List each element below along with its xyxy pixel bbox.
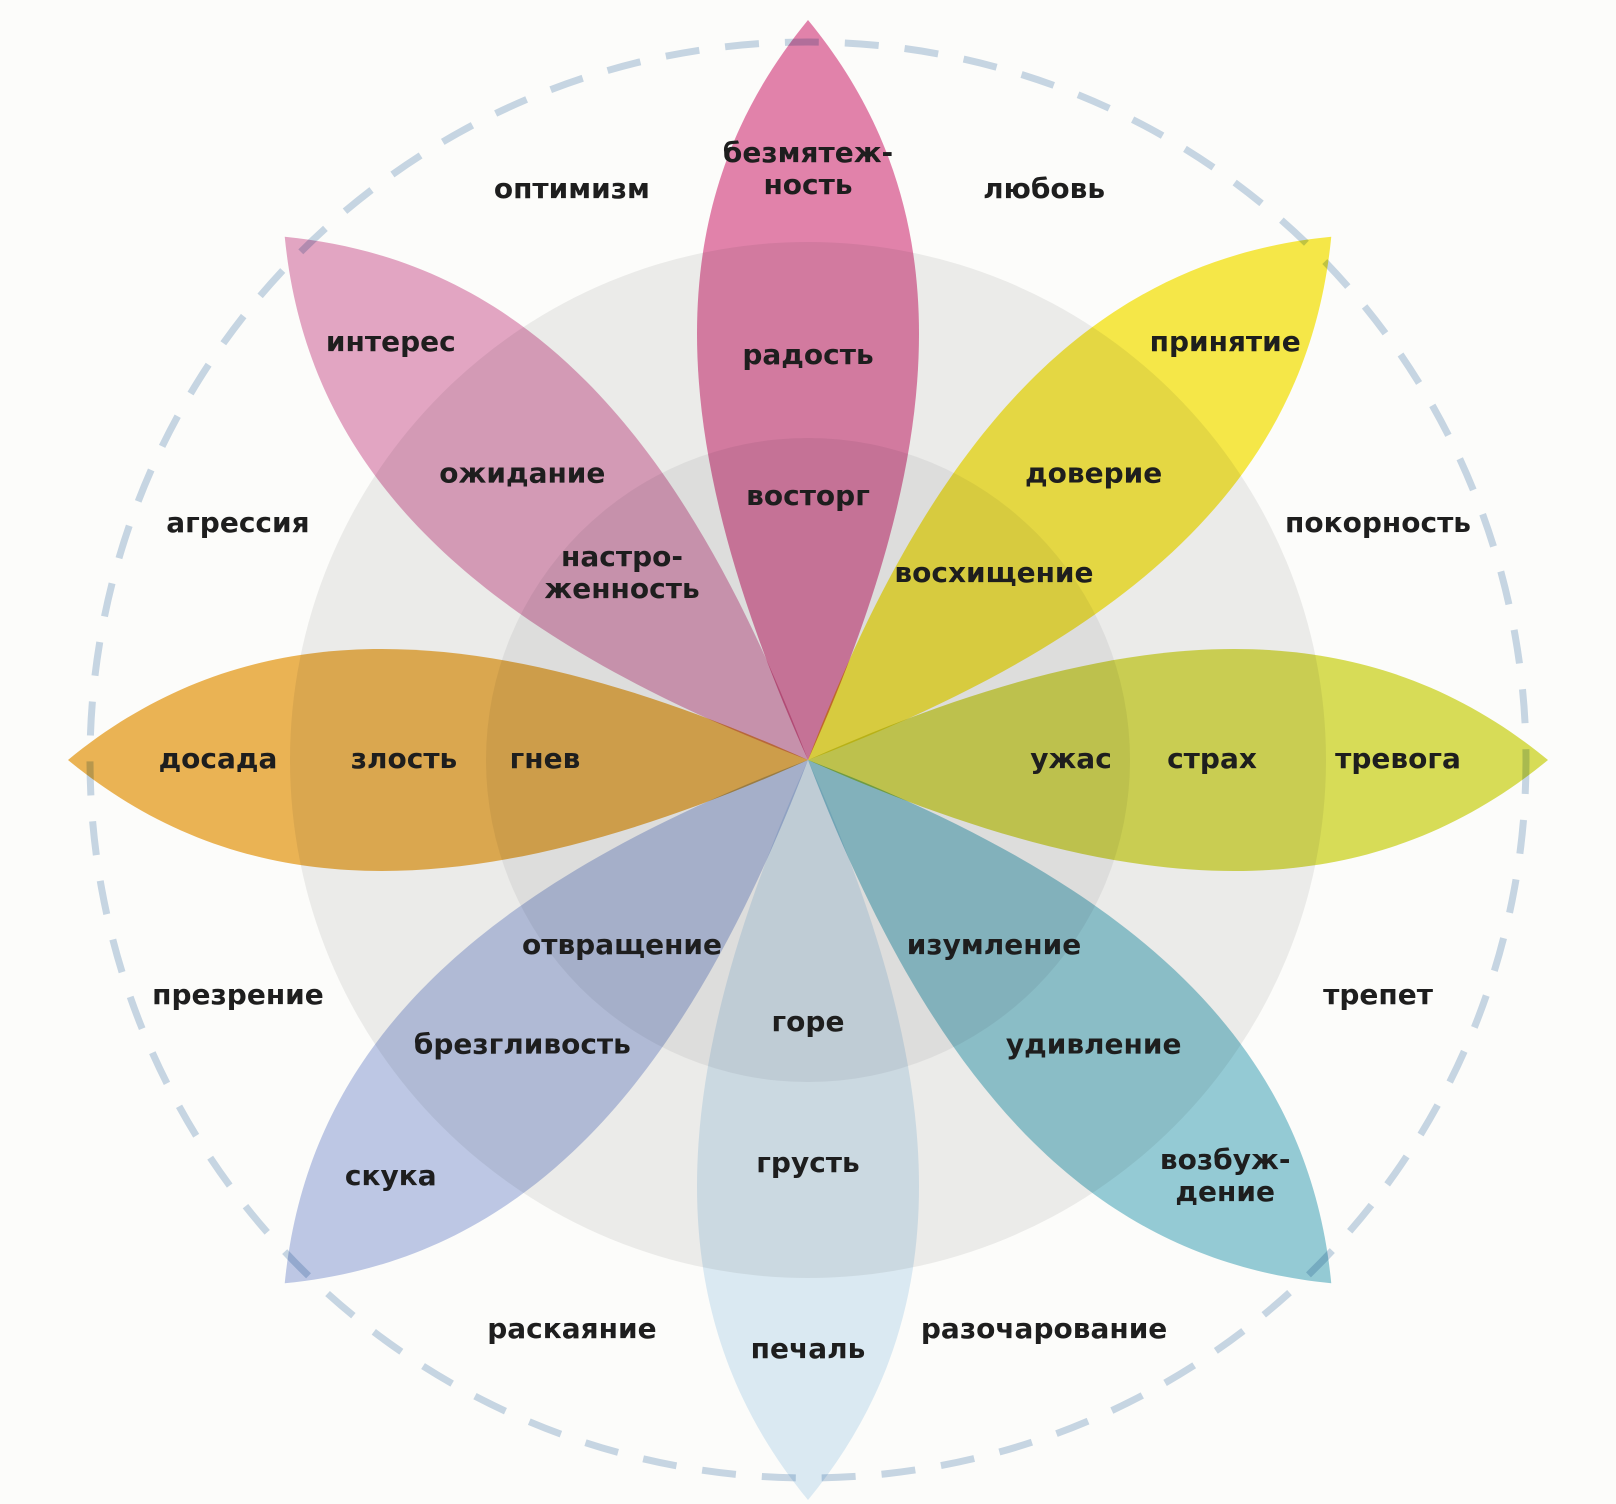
dyad-label: покорность (1285, 506, 1471, 539)
dyad-labels: любовь покорность трепет разочарование раска… (152, 172, 1471, 1345)
petal-bottom-right-label-3: изумление (907, 928, 1081, 961)
petal-top-left-label-1: интерес (326, 325, 456, 358)
petal-left-label-1: досада (159, 742, 278, 775)
petal-right-label-1: тревога (1335, 742, 1461, 775)
dyad-label: агрессия (166, 506, 309, 539)
petal-top-label-1: безмятеж-ность (723, 136, 893, 201)
emotion-petals (68, 20, 1548, 1500)
petal-left-label-2: злость (351, 742, 458, 775)
dyad-label: любовь (983, 172, 1105, 205)
petal-bottom-left-label-3: отвращение (522, 928, 722, 961)
petal-bottom-left-label-2: брезгливость (414, 1028, 631, 1061)
petal-left (68, 649, 808, 871)
dyad-label: разочарование (921, 1312, 1167, 1345)
dyad-label: раскаяние (487, 1312, 656, 1345)
petal-bottom-right-label-2: удивление (1006, 1028, 1182, 1061)
petal-top-right-label-3: восхищение (894, 556, 1093, 589)
petal-top-right (808, 236, 1332, 760)
petal-top (697, 20, 919, 760)
petal-top-label-3: восторг (746, 479, 870, 512)
dyad-label: презрение (152, 978, 324, 1011)
petal-bottom (697, 760, 919, 1500)
petal-bottom-left-label-1: скука (345, 1159, 437, 1192)
petal-right-label-2: страх (1167, 742, 1257, 775)
petal-bottom-label-1: печаль (751, 1332, 866, 1365)
petal-right-label-3: ужас (1030, 742, 1112, 775)
petal-top-label-2: радость (742, 338, 873, 371)
petal-bottom-label-3: горе (772, 1005, 845, 1038)
petal-bottom-right-label-1: возбуж-дение (1160, 1143, 1291, 1208)
petal-top-right-label-1: принятие (1150, 325, 1301, 358)
emotion-labels: безмятеж-ность радость восторг принятие дове… (159, 136, 1461, 1365)
petal-bottom-right (808, 760, 1332, 1284)
dyad-label: оптимизм (494, 172, 650, 205)
petal-top-left (284, 236, 808, 760)
petal-top-right-label-2: доверие (1025, 456, 1162, 489)
petal-right (808, 649, 1548, 871)
petal-bottom-label-2: грусть (756, 1146, 859, 1179)
petal-top-left-label-3: настро-женность (544, 540, 699, 605)
petal-bottom-left (284, 760, 808, 1284)
petal-top-left-label-2: ожидание (439, 456, 605, 489)
petal-left-label-3: гнев (510, 742, 581, 775)
dyad-label: трепет (1323, 978, 1434, 1011)
